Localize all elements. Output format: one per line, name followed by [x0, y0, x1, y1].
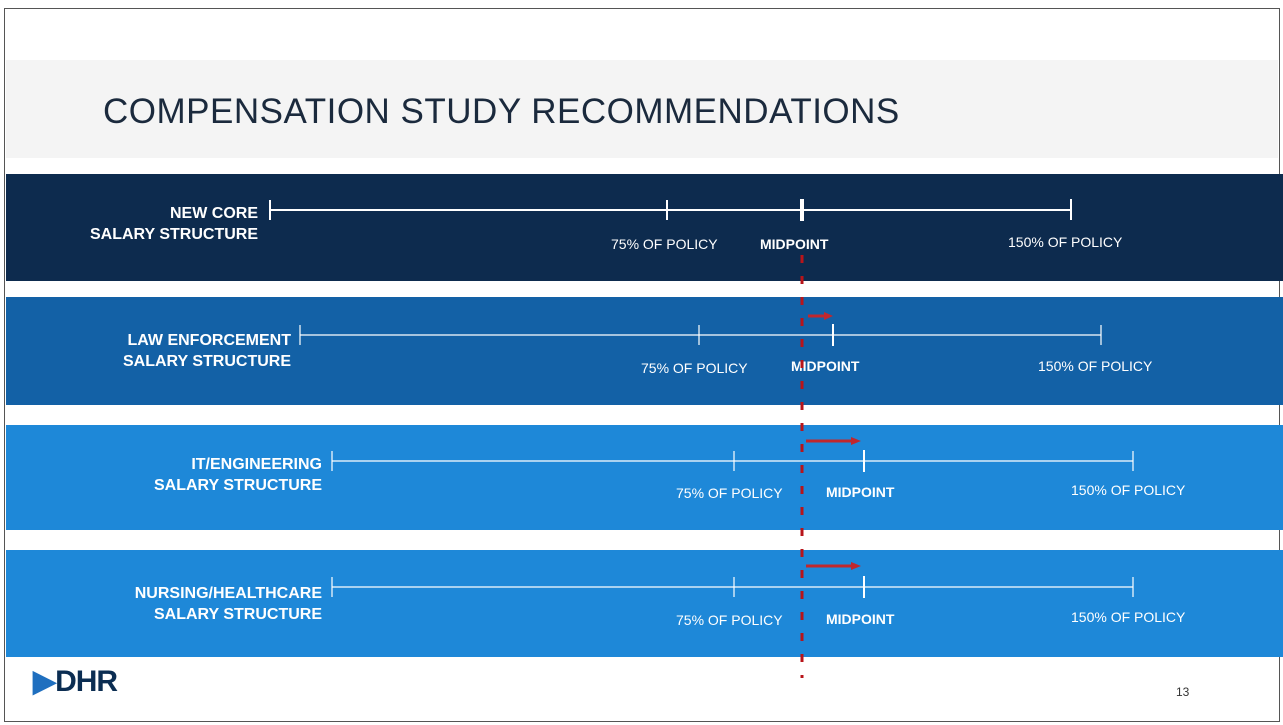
mid-label-it-engineering: MIDPOINT — [826, 484, 895, 500]
low-label-new-core: 75% OF POLICY — [611, 236, 718, 252]
page-number: 13 — [1176, 685, 1190, 699]
structure-name-it-engineering: IT/ENGINEERING SALARY STRUCTURE — [154, 454, 322, 496]
band-nursing-healthcare — [6, 550, 1283, 657]
scale-it-engineering — [331, 437, 1134, 472]
band-new-core — [6, 174, 1283, 281]
mid-label-new-core: MIDPOINT — [760, 236, 829, 252]
high-label-it-engineering: 150% OF POLICY — [1071, 482, 1186, 498]
header-band — [6, 60, 1278, 158]
mid-label-law-enforcement: MIDPOINT — [791, 358, 860, 374]
structure-name-line2: SALARY STRUCTURE — [153, 606, 322, 623]
band-it-engineering — [6, 425, 1283, 530]
structure-name-line1: NURSING/HEALTHCARE — [134, 585, 322, 602]
structure-name-line1: LAW ENFORCEMENT — [127, 332, 291, 349]
high-label-nursing-healthcare: 150% OF POLICY — [1071, 609, 1186, 625]
high-label-law-enforcement: 150% OF POLICY — [1038, 358, 1153, 374]
structure-name-line1: NEW CORE — [170, 205, 258, 222]
structure-name-line2: SALARY STRUCTURE — [122, 353, 291, 370]
shift-arrow — [806, 562, 861, 570]
structure-name-line2: SALARY STRUCTURE — [153, 477, 322, 494]
mid-label-nursing-healthcare: MIDPOINT — [826, 611, 895, 627]
structure-name-nursing-healthcare: NURSING/HEALTHCARE SALARY STRUCTURE — [135, 583, 322, 625]
structure-name-line1: IT/ENGINEERING — [191, 456, 322, 473]
low-label-law-enforcement: 75% OF POLICY — [641, 360, 748, 376]
low-label-it-engineering: 75% OF POLICY — [676, 485, 783, 501]
low-label-nursing-healthcare: 75% OF POLICY — [676, 612, 783, 628]
structure-name-line2: SALARY STRUCTURE — [89, 226, 258, 243]
scale-nursing-healthcare — [331, 562, 1134, 598]
shift-arrow — [808, 312, 833, 320]
structure-name-new-core: NEW CORE SALARY STRUCTURE — [90, 203, 258, 245]
dhr-logo: ▶DHR — [33, 665, 118, 698]
high-label-new-core: 150% OF POLICY — [1008, 234, 1123, 250]
logo-text: DHR — [55, 665, 118, 698]
shift-arrow — [806, 437, 861, 445]
structure-name-law-enforcement: LAW ENFORCEMENT SALARY STRUCTURE — [123, 330, 291, 372]
band-law-enforcement — [6, 297, 1283, 405]
slide-title: COMPENSATION STUDY RECOMMENDATIONS — [103, 92, 900, 131]
scale-new-core — [269, 199, 1072, 221]
scale-law-enforcement — [299, 312, 1102, 346]
